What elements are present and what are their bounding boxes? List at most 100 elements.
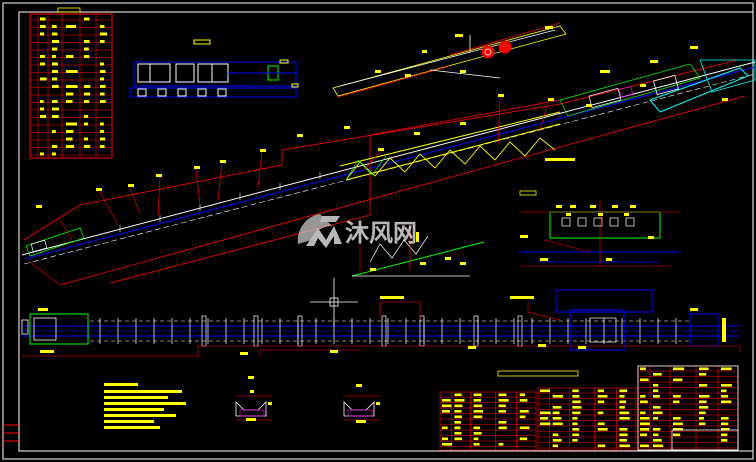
bom-cell-text [653,417,658,420]
parts-cell-text [40,152,44,156]
bom-cell-text [673,400,680,404]
bom-cell-text [653,433,659,437]
bom-cell-text [572,433,579,437]
bom-cell-text [721,367,732,371]
bom-cell-text [619,411,630,415]
bom-cell-text [441,410,450,413]
bom-cell-text [653,384,659,387]
bom-cell-text [721,384,732,387]
bom-cell-text [619,439,627,442]
bom-cell-text [498,443,504,446]
parts-cell-text [100,122,104,126]
bom-cell-text [473,404,483,408]
watermark: 沐风网 [297,214,417,248]
bom-cell-text [640,411,646,415]
parts-cell-text [100,92,105,96]
parts-cell-text [66,137,73,141]
parts-cell-text [84,100,90,103]
bom-cell-text [552,422,563,426]
bom-cell-text [572,400,581,404]
bom-cell-text [441,437,449,441]
parts-cell-text [52,85,59,88]
parts-cell-text [52,152,56,156]
bom-cell-text [441,426,448,430]
bom-cell-text [619,406,625,409]
bom-cell-text [519,437,528,441]
parts-cell-text [40,17,46,21]
bom-cell-text [699,400,707,404]
bom-cell-text [473,443,480,446]
bom-cell-text [498,404,506,408]
bom-cell-text [597,428,608,431]
cross-section-view [519,190,680,267]
parts-cell-text [100,100,106,103]
bom-cell-text [699,384,708,387]
parts-cell-text [52,55,56,58]
parts-cell-text [66,122,77,126]
bom-cell-text [539,417,548,420]
parts-cell-text [52,47,58,51]
bom-table-frame [439,391,537,451]
bom-cell-text [673,395,681,398]
bom-cell-text [673,422,683,426]
bom-cell-text [552,444,559,448]
bom-cell-text [640,428,650,431]
bom-cell-text [498,393,507,397]
parts-cell-text [100,137,106,141]
incline-support-detail [351,226,485,277]
bom-cell-text [673,417,681,420]
bom-cell-text [539,411,551,415]
bom-cell-text [597,400,605,404]
parts-cell-text [100,145,105,148]
bom-cell-text [699,367,709,371]
bom-cell-text [640,444,649,448]
bom-cell-text [473,432,482,435]
parts-cell-text [40,62,46,66]
parts-cell-text [100,62,104,66]
parts-cell-text [84,40,90,43]
parts-cell-text [84,145,91,148]
bom-cell-text [552,417,562,420]
parts-cell-text [52,77,58,81]
bom-cell-text [640,417,650,420]
main-conveyor-elevation [21,59,756,286]
parts-cell-text [52,70,59,73]
bom-cell-text [454,404,463,408]
bom-cell-text [721,422,729,426]
bom-cell-text [539,422,551,426]
parts-cell-text [66,100,73,103]
bom-cell-text [640,433,648,437]
bom-cell-text [673,428,683,431]
bom-cell-text [519,426,530,430]
parts-cell-text [84,55,90,58]
bom-cell-text [653,373,662,376]
bom-cell-text [699,406,709,409]
bom-cell-text [673,378,683,382]
bom-cell-text [653,428,661,431]
parts-cell-text [100,32,108,36]
bom-cell-text [699,411,706,415]
bom-cell-text [498,399,509,402]
parts-cell-text [84,115,89,118]
bom-cell-text [454,432,462,435]
bom-cell-text [597,389,604,393]
bom-cell-text [619,433,628,437]
bom-cell-text [519,415,526,419]
bom-cell-text [597,444,606,448]
parts-cell-text [52,40,60,43]
parts-cell-text [52,130,56,133]
bom-cell-text [552,433,559,437]
bom-cell-text [572,395,580,398]
bom-cell-text [619,444,631,448]
parts-cell-text [52,107,59,111]
parts-cell-text [84,92,91,96]
parts-cell-text [40,25,46,28]
bom-cell-text [498,410,506,413]
bom-cell-text [673,433,681,437]
bom-cell-text [519,393,526,397]
mf-logo-icon [297,214,342,248]
parts-cell-text [40,115,47,118]
parts-cell-text [84,122,89,126]
